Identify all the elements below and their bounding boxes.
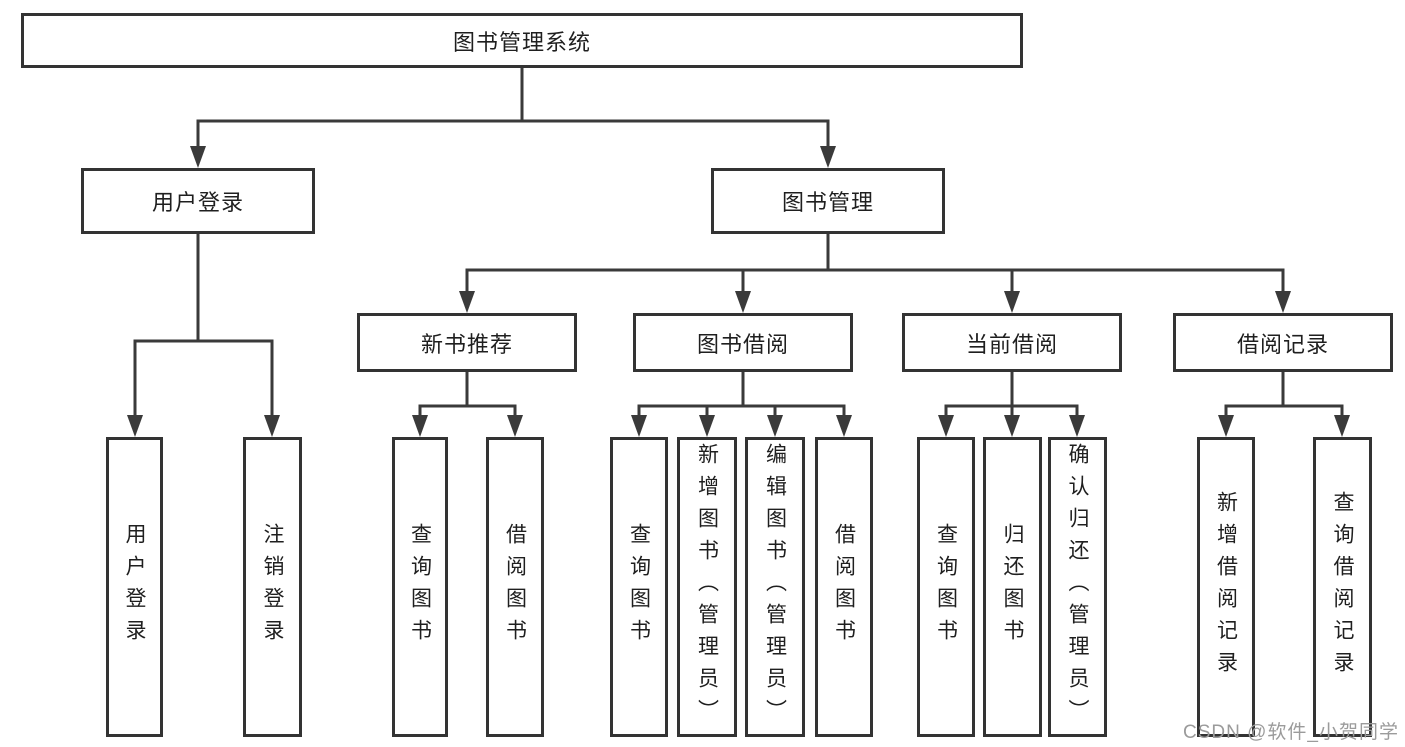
connector-line: [944, 370, 1079, 419]
arrowhead-icon: [1069, 415, 1085, 437]
connector-borrow-record: [1218, 370, 1350, 437]
arrowhead-icon: [938, 415, 954, 437]
connector-current-borrow: [938, 370, 1085, 437]
arrowhead-icon: [820, 146, 836, 168]
connector-book-management: [459, 232, 1291, 313]
node-new-book-recommend: 新书推荐: [357, 313, 577, 372]
connector-new-book-recommend: [412, 370, 523, 437]
arrowhead-icon: [631, 415, 647, 437]
connector-line: [637, 370, 846, 419]
node-book-borrow: 图书借阅: [633, 313, 853, 372]
arrowhead-icon: [507, 415, 523, 437]
connector-user-login: [127, 232, 280, 437]
arrowhead-icon: [127, 415, 143, 437]
connector-line: [1224, 370, 1344, 419]
arrowhead-icon: [1334, 415, 1350, 437]
leaf-query-books-borrow: 查询图书: [610, 437, 668, 737]
leaf-query-books-current: 查询图书: [917, 437, 975, 737]
leaf-borrow-books: 借阅图书: [815, 437, 873, 737]
arrowhead-icon: [190, 146, 206, 168]
connector-root: [190, 65, 836, 168]
leaf-query-borrow-record: 查询借阅记录: [1313, 437, 1372, 737]
arrowhead-icon: [699, 415, 715, 437]
arrowhead-icon: [459, 291, 475, 313]
arrowhead-icon: [767, 415, 783, 437]
connector-line: [465, 232, 1285, 295]
node-current-borrow: 当前借阅: [902, 313, 1122, 372]
arrowhead-icon: [1218, 415, 1234, 437]
node-library-management-system: 图书管理系统: [21, 13, 1023, 68]
arrowhead-icon: [1275, 291, 1291, 313]
node-book-management: 图书管理: [711, 168, 945, 234]
leaf-edit-books-admin: 编辑图书（管理员）: [745, 437, 805, 737]
csdn-watermark: CSDN @软件_小贺同学: [1183, 722, 1399, 743]
arrowhead-icon: [836, 415, 852, 437]
arrowhead-icon: [264, 415, 280, 437]
connector-book-borrow: [631, 370, 852, 437]
leaf-add-books-admin: 新增图书（管理员）: [677, 437, 737, 737]
leaf-user-login: 用户登录: [106, 437, 163, 737]
arrowhead-icon: [1004, 415, 1020, 437]
leaf-logout: 注销登录: [243, 437, 302, 737]
leaf-borrow-books-recommend: 借阅图书: [486, 437, 544, 737]
connector-line: [418, 370, 517, 419]
connector-line: [196, 65, 830, 150]
node-user-login: 用户登录: [81, 168, 315, 234]
leaf-confirm-return-admin: 确认归还（管理员）: [1048, 437, 1107, 737]
node-borrow-record: 借阅记录: [1173, 313, 1393, 372]
arrowhead-icon: [735, 291, 751, 313]
leaf-query-books-recommend: 查询图书: [392, 437, 448, 737]
arrowhead-icon: [1004, 291, 1020, 313]
arrowhead-icon: [412, 415, 428, 437]
connector-line: [133, 232, 274, 419]
leaf-add-borrow-record: 新增借阅记录: [1197, 437, 1255, 737]
leaf-return-books: 归还图书: [983, 437, 1042, 737]
